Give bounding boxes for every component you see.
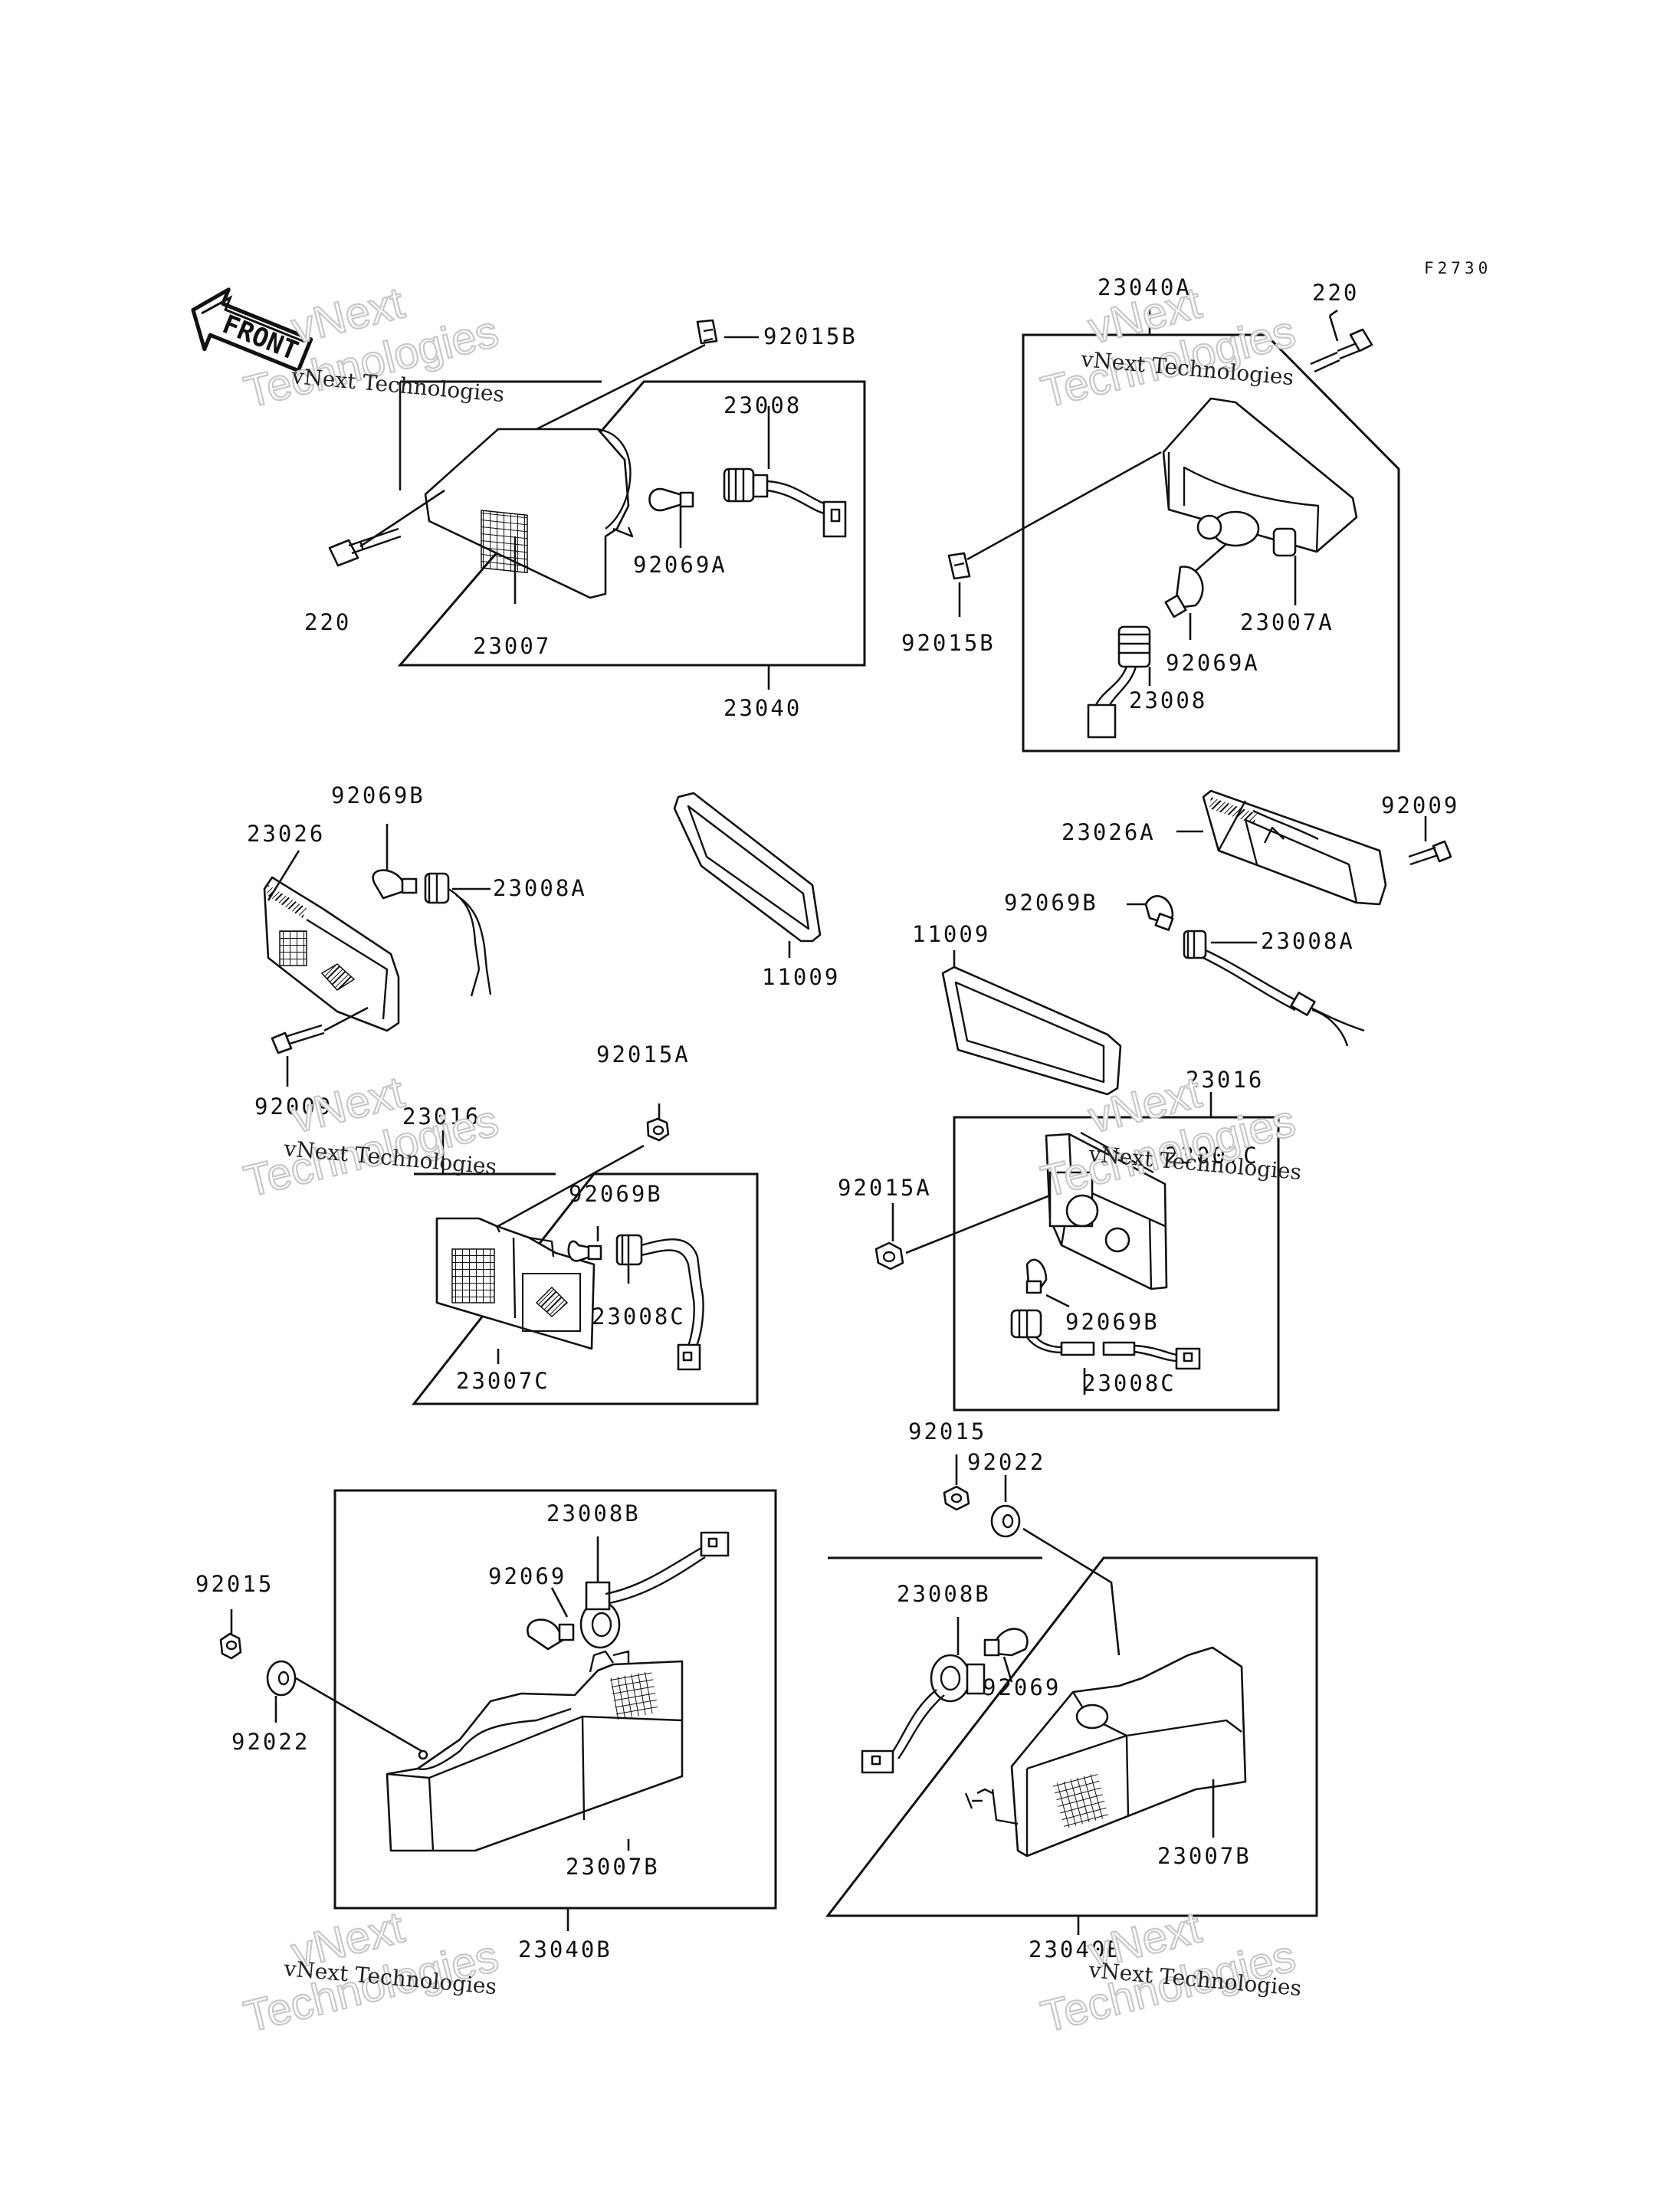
label-11009: 11009 xyxy=(762,964,840,990)
label-23040B: 23040B xyxy=(518,1936,612,1963)
part-92069B-bulb xyxy=(372,869,418,900)
label-92015B: 92015B xyxy=(763,323,858,349)
label-23016: 23016 xyxy=(402,1103,481,1130)
part-92069B-bulb-b xyxy=(1144,895,1174,931)
part-220-screw xyxy=(328,527,402,567)
part-92069-bulb xyxy=(527,1618,575,1651)
label-92069B-d: 92069B xyxy=(1065,1309,1160,1335)
part-92015-nut xyxy=(219,1632,242,1660)
label-92022-b: 92022 xyxy=(967,1449,1045,1475)
label-92069-b: 92069 xyxy=(983,1674,1061,1700)
label-23008A: 23008A xyxy=(493,875,587,901)
group-23040A xyxy=(947,309,1400,753)
group-23040B-right xyxy=(825,1454,1318,1935)
part-11009-gasket-a xyxy=(673,792,822,943)
label-23008B-b: 23008B xyxy=(897,1581,991,1607)
part-23008A-socket xyxy=(424,872,492,997)
label-23040: 23040 xyxy=(724,695,802,721)
label-23008C-b: 23008C xyxy=(1082,1370,1176,1396)
group-23026 xyxy=(263,792,822,1087)
part-23008-socket-b xyxy=(1087,625,1151,739)
part-23007C-lens-b xyxy=(1045,1131,1168,1290)
label-23026A: 23026A xyxy=(1061,819,1156,845)
label-23007: 23007 xyxy=(473,633,551,659)
group-23016-left xyxy=(411,1103,759,1405)
part-23026A-lens xyxy=(1202,789,1387,906)
label-92015: 92015 xyxy=(195,1571,274,1597)
label-23008A-b: 23008A xyxy=(1261,928,1355,954)
label-92009: 92009 xyxy=(254,1094,333,1120)
label-92009-b: 92009 xyxy=(1381,792,1459,818)
label-92069B-b: 92069B xyxy=(1004,890,1098,916)
label-23007C-b: 23007C xyxy=(1165,1143,1259,1169)
part-92069B-bulb-c xyxy=(567,1240,602,1262)
label-23008-b: 23008 xyxy=(1129,687,1207,713)
group-23016-right xyxy=(874,1092,1280,1412)
label-23008C: 23008C xyxy=(592,1303,686,1330)
part-23008A-socket-b xyxy=(1183,930,1365,1047)
part-92015A-nut xyxy=(646,1117,670,1142)
label-23007B-b: 23007B xyxy=(1157,1843,1252,1869)
part-92069B-bulb-d xyxy=(1025,1258,1048,1294)
part-92009-screw xyxy=(271,1024,325,1054)
label-92015A: 92015A xyxy=(596,1041,691,1067)
label-92069A: 92069A xyxy=(633,552,727,578)
part-92015B-clip-b xyxy=(947,552,971,580)
watermark-mid-left: vNext Technologies xyxy=(238,1066,504,1208)
label-92015B-b: 92015B xyxy=(901,630,996,656)
label-23040B-b: 23040B xyxy=(1029,1936,1123,1963)
group-23040B-left xyxy=(219,1489,777,1931)
label-92069B: 92069B xyxy=(331,782,425,808)
label-92069: 92069 xyxy=(488,1563,566,1589)
part-92022-washer-b xyxy=(990,1504,1021,1538)
label-23008B: 23008B xyxy=(546,1500,641,1526)
part-11009-gasket-b xyxy=(941,966,1122,1096)
label-23007C: 23007C xyxy=(456,1368,550,1394)
part-23008-socket xyxy=(723,467,847,538)
label-92069B-c: 92069B xyxy=(569,1181,663,1207)
part-labels: 92015B 23008 92069A 220 23007 23040 2304… xyxy=(195,274,1459,1963)
part-23008C-socket-b xyxy=(1010,1309,1201,1370)
label-23026: 23026 xyxy=(247,821,325,847)
part-23008B-socket-b xyxy=(861,1654,986,1774)
part-92009-screw-b xyxy=(1408,840,1452,866)
label-220: 220 xyxy=(304,609,351,635)
label-23008: 23008 xyxy=(724,392,802,418)
label-23007A: 23007A xyxy=(1240,609,1334,635)
part-23008C-socket xyxy=(615,1234,704,1371)
label-92015A-b: 92015A xyxy=(838,1175,932,1201)
part-92069A-bulb-b xyxy=(1164,566,1204,618)
label-220-b: 220 xyxy=(1312,280,1359,306)
label-23040A: 23040A xyxy=(1098,274,1192,300)
label-92022: 92022 xyxy=(231,1729,310,1755)
part-92015B-clip xyxy=(696,319,718,345)
label-23016-b: 23016 xyxy=(1186,1067,1264,1093)
part-92022-washer xyxy=(266,1660,297,1697)
part-220-screw-b xyxy=(1310,328,1373,373)
group-23040 xyxy=(328,319,866,690)
label-11009-b: 11009 xyxy=(912,921,990,947)
part-92069A-bulb xyxy=(648,487,694,512)
part-23007B-lens xyxy=(386,1650,684,1852)
part-92015A-nut-b xyxy=(874,1241,904,1271)
part-92015-nut-b xyxy=(943,1485,970,1511)
label-92069A-b: 92069A xyxy=(1166,650,1260,676)
group-23026A xyxy=(941,789,1452,1096)
part-23026-lens xyxy=(263,876,400,1032)
figure-reference: F2730 xyxy=(1424,259,1491,277)
part-23007B-lens-b xyxy=(964,1646,1247,1858)
label-23007B: 23007B xyxy=(566,1854,660,1880)
part-23008B-socket xyxy=(579,1531,730,1649)
label-92015-b: 92015 xyxy=(908,1418,986,1444)
part-92069-bulb-b xyxy=(983,1628,1029,1657)
part-23007A-lens xyxy=(1162,397,1358,557)
part-23007-lens xyxy=(424,428,634,599)
part-23007C-lens xyxy=(435,1217,596,1350)
